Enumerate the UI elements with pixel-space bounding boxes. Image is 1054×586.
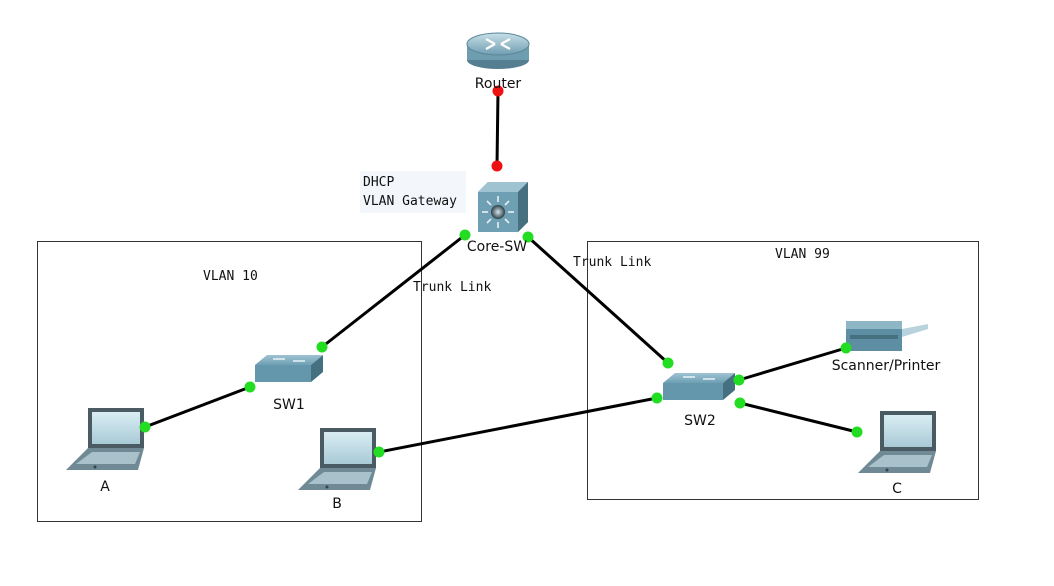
- router-label: Router: [475, 76, 522, 92]
- cable-sw1-a[interactable]: [144, 385, 251, 429]
- host-b-label: B: [332, 496, 342, 512]
- link-up-dot: [459, 229, 471, 241]
- laptop-b-icon[interactable]: [298, 428, 376, 490]
- link-up-dot: [244, 381, 256, 393]
- vlan10-label: VLAN 10: [203, 269, 258, 284]
- note-dhcp: DHCP: [363, 175, 394, 190]
- scanner-printer-icon[interactable]: [846, 321, 928, 351]
- trunk-link-label-left: Trunk Link: [413, 280, 491, 295]
- trunk-link-label-right: Trunk Link: [573, 255, 651, 270]
- cable-sw2-c[interactable]: [739, 401, 858, 434]
- link-up-dot: [851, 426, 863, 438]
- link-up-dot: [522, 231, 534, 243]
- link-up-dot: [316, 341, 328, 353]
- vlan99-label: VLAN 99: [775, 247, 830, 262]
- host-a-label: A: [100, 479, 110, 495]
- sw1-icon[interactable]: [255, 355, 323, 382]
- vlan99-area: [587, 241, 979, 500]
- core-switch-icon[interactable]: [478, 182, 528, 232]
- host-c-label: C: [892, 481, 902, 497]
- note-vlan-gateway: VLAN Gateway: [363, 194, 457, 209]
- link-down-dot: [492, 85, 504, 97]
- sw1-label: SW1: [273, 397, 305, 413]
- scanner-printer-label: Scanner/Printer: [832, 358, 941, 374]
- note-background: [360, 171, 466, 213]
- link-up-dot: [651, 392, 663, 404]
- cables: [144, 90, 858, 454]
- link-up-dot: [734, 397, 746, 409]
- cable-sw2-b[interactable]: [378, 396, 658, 454]
- cable-sw2-scanner[interactable]: [738, 346, 847, 382]
- laptop-a-icon[interactable]: [66, 408, 144, 470]
- vlan10-area: [37, 241, 422, 522]
- cable-router-core[interactable]: [495, 90, 500, 167]
- link-down-dot: [491, 160, 503, 172]
- link-up-dot: [662, 357, 674, 369]
- link-up-dot: [373, 446, 385, 458]
- link-up-dot: [139, 421, 151, 433]
- core-switch-label: Core-SW: [467, 239, 527, 255]
- laptop-c-icon[interactable]: [858, 411, 936, 473]
- cable-core-sw1[interactable]: [321, 233, 466, 349]
- link-up-dot: [840, 342, 852, 354]
- link-up-dot: [733, 374, 745, 386]
- link-lights: [139, 85, 863, 458]
- cable-core-sw2[interactable]: [526, 235, 670, 365]
- router-icon[interactable]: [466, 32, 530, 69]
- sw2-icon[interactable]: [663, 373, 735, 400]
- sw2-label: SW2: [684, 413, 716, 429]
